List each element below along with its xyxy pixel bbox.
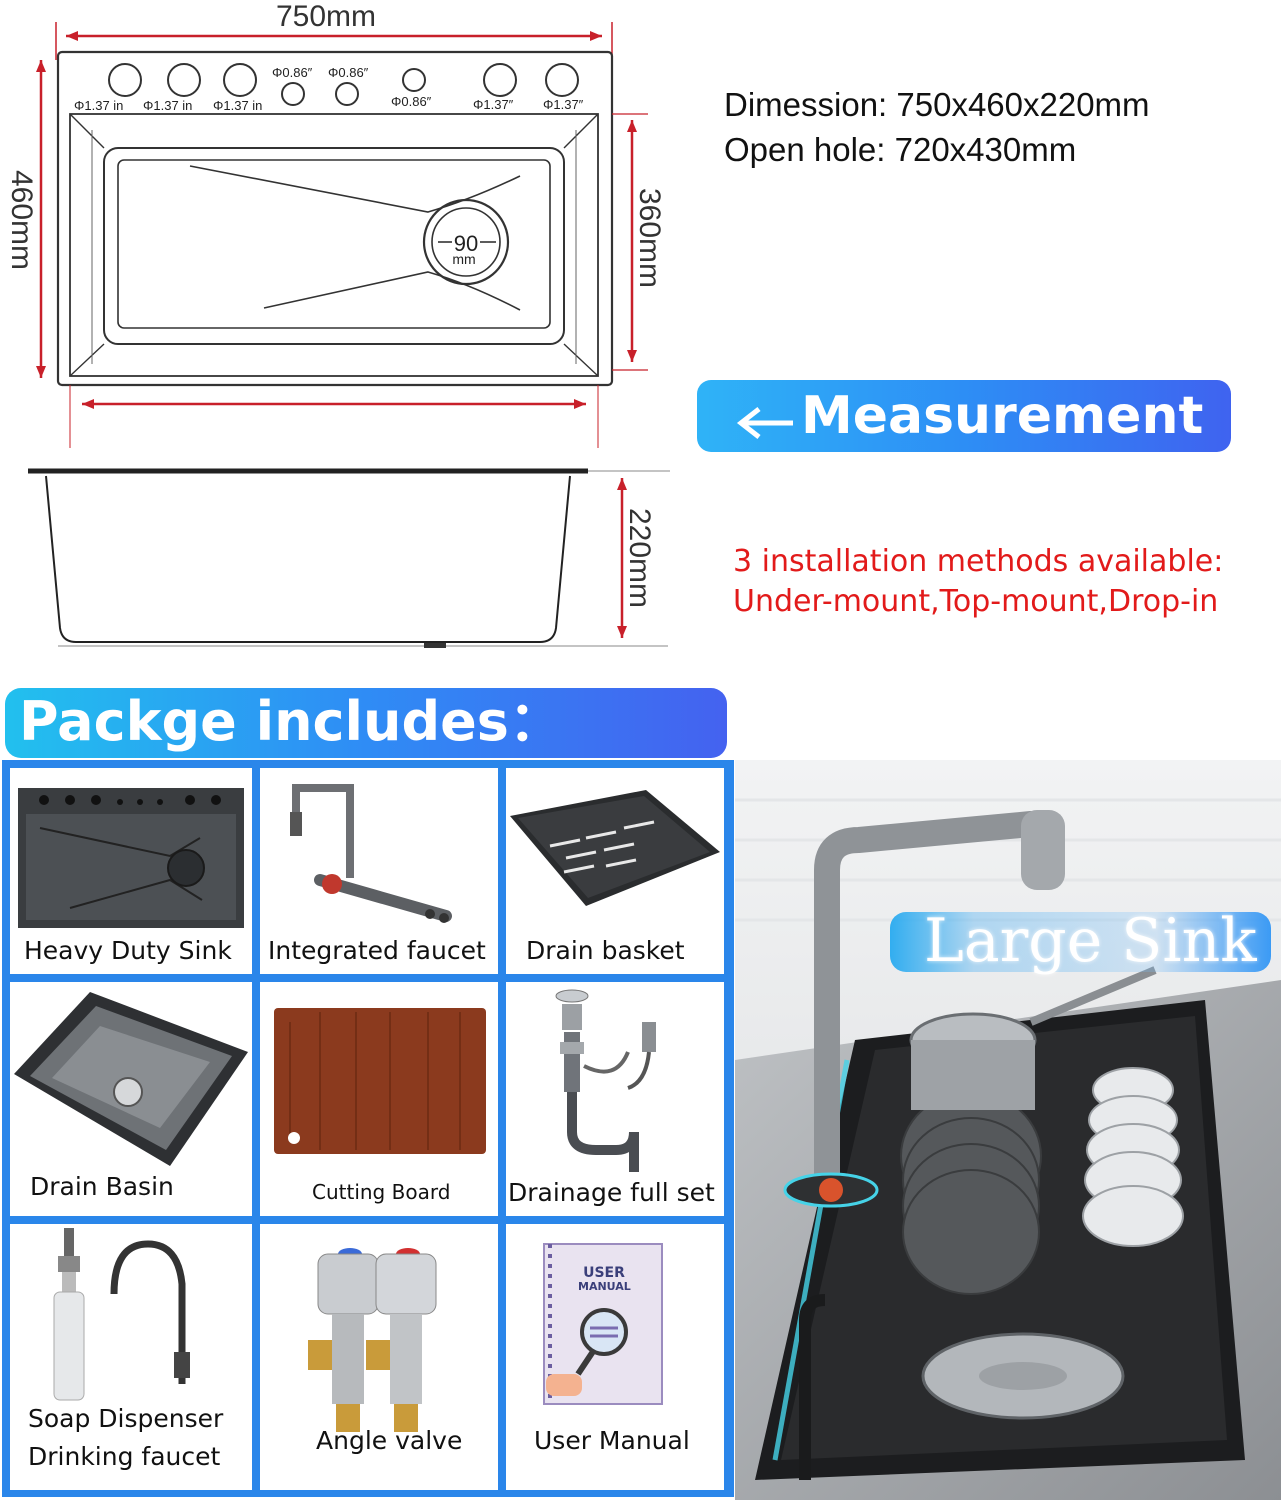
package-item-heavy-duty-sink: Heavy Duty Sink <box>10 768 252 974</box>
manual-icon <box>543 1243 663 1405</box>
item-label: Drainage full set <box>508 1178 715 1207</box>
item-label-2: Drinking faucet <box>28 1442 221 1471</box>
package-item-user-manual: USER MANUAL User Manual <box>506 1224 724 1490</box>
drain-unit: mm <box>452 251 475 267</box>
package-item-drainage-set: Drainage full set <box>506 982 724 1216</box>
height-label: 460mm <box>5 170 38 270</box>
package-item-angle-valve: Angle valve <box>260 1224 498 1490</box>
sink-icon <box>18 788 244 928</box>
package-item-drain-basin: Drain Basin <box>10 982 252 1216</box>
svg-text:Φ1.37 in: Φ1.37 in <box>213 98 262 113</box>
measurement-banner: Measurement <box>697 380 1231 452</box>
depth-label: 220mm <box>623 508 656 608</box>
item-label: Heavy Duty Sink <box>24 936 232 965</box>
sink-outline <box>56 50 614 387</box>
sink-photo <box>735 760 1281 1500</box>
inner-height-label: 360mm <box>633 188 666 288</box>
faucet-icon <box>290 784 452 923</box>
basket-icon <box>510 790 720 906</box>
drain-size: 90 <box>454 231 478 256</box>
package-item-integrated-faucet: Integrated faucet <box>260 768 498 974</box>
svg-text:Φ1.37 in: Φ1.37 in <box>143 98 192 113</box>
item-label: Drain basket <box>526 936 685 965</box>
measurement-label: Measurement <box>801 386 1204 446</box>
dimension-spec: Dimession: 750x460x220mm <box>724 86 1150 123</box>
installation-line-1: 3 installation methods available: <box>733 544 1224 579</box>
item-label: Cutting Board <box>312 1180 451 1204</box>
open-hole-spec: Open hole: 720x430mm <box>724 131 1077 168</box>
svg-text:Φ0.86″: Φ0.86″ <box>272 65 313 80</box>
item-label: Soap Dispenser <box>28 1404 224 1433</box>
item-label: User Manual <box>534 1426 690 1455</box>
svg-text:Φ0.86″: Φ0.86″ <box>328 65 369 80</box>
svg-text:Φ1.37″: Φ1.37″ <box>473 97 514 112</box>
large-sink-label: Large Sink <box>924 906 1257 976</box>
sink-dimension-diagram: 750mm 460mm 90 mm <box>0 0 700 660</box>
installation-line-2: Under-mount,Top-mount,Drop-in <box>733 584 1219 619</box>
manual-cover-text: USER MANUAL <box>578 1265 631 1293</box>
cutting-board-icon <box>274 1008 486 1154</box>
svg-text:Φ1.37″: Φ1.37″ <box>543 97 584 112</box>
arrow-left-icon <box>733 396 795 439</box>
drain-icon <box>422 198 510 286</box>
item-label: Drain Basin <box>30 1172 174 1201</box>
package-item-soap-dispenser: Soap Dispenser Drinking faucet <box>10 1224 252 1490</box>
sink-drawing: 750mm 460mm 90 mm <box>5 0 670 648</box>
svg-text:Φ0.86″: Φ0.86″ <box>391 94 432 109</box>
package-grid: Heavy Duty Sink Integrated faucet Drain … <box>2 760 734 1497</box>
package-item-cutting-board: Cutting Board <box>260 982 498 1216</box>
soap-dispenser-icon <box>53 1228 190 1401</box>
package-item-drain-basket: Drain basket <box>506 768 724 974</box>
width-label: 750mm <box>276 0 376 33</box>
svg-text:Φ1.37 in: Φ1.37 in <box>74 98 123 113</box>
package-includes-banner: Packge includes： <box>5 688 727 758</box>
sink-photo-illustration <box>735 760 1281 1500</box>
drain-pipe-icon <box>555 989 656 1172</box>
large-sink-banner <box>890 912 1271 972</box>
item-label: Integrated faucet <box>268 936 486 965</box>
angle-valve-icon <box>308 1248 437 1432</box>
item-label: Angle valve <box>316 1426 463 1455</box>
basin-icon <box>14 992 248 1166</box>
